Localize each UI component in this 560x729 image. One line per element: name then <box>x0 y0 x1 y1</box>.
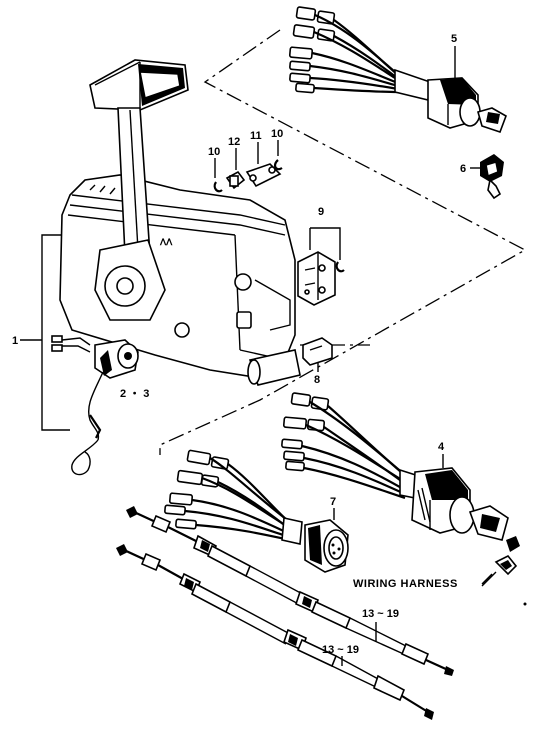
part-8-plate <box>302 337 333 372</box>
label-part-13-19-lower: 13 ~ 19 <box>322 644 359 656</box>
small-parts <box>213 140 283 193</box>
label-part-12: 12 <box>228 136 240 148</box>
label-part-4: 4 <box>438 441 445 453</box>
label-part-11: 11 <box>250 130 262 142</box>
stray-dot <box>523 602 527 606</box>
label-part-10-right: 10 <box>271 128 283 140</box>
label-part-6: 6 <box>460 163 466 175</box>
label-part-13-19-upper: 13 ~ 19 <box>362 608 399 620</box>
remote-control-box: ᐱᐱ <box>59 174 301 386</box>
label-part-7: 7 <box>330 496 336 508</box>
wiring-harness <box>164 449 349 573</box>
label-part-10-left: 10 <box>208 146 220 158</box>
part-labels: 1 2 ・ 3 4 5 6 7 8 9 10 10 11 12 13 ~ 19 … <box>12 33 466 656</box>
label-part-2-3: 2 ・ 3 <box>120 388 149 400</box>
control-cable-upper <box>126 506 454 676</box>
main-switch-lower <box>281 392 520 587</box>
label-part-8: 8 <box>314 374 320 386</box>
part-9-assembly <box>297 227 345 306</box>
label-part-5: 5 <box>451 33 457 45</box>
label-part-1: 1 <box>12 335 18 347</box>
label-wiring-harness: WIRING HARNESS <box>353 578 458 590</box>
control-lever <box>89 59 189 321</box>
svg-text:ᐱᐱ: ᐱᐱ <box>159 237 173 247</box>
label-part-9: 9 <box>318 206 324 218</box>
key-6 <box>470 154 504 200</box>
stop-switch <box>51 335 139 476</box>
control-cable-lower <box>116 544 434 720</box>
bracket-1 <box>20 234 70 431</box>
main-switch-upper <box>288 6 507 134</box>
